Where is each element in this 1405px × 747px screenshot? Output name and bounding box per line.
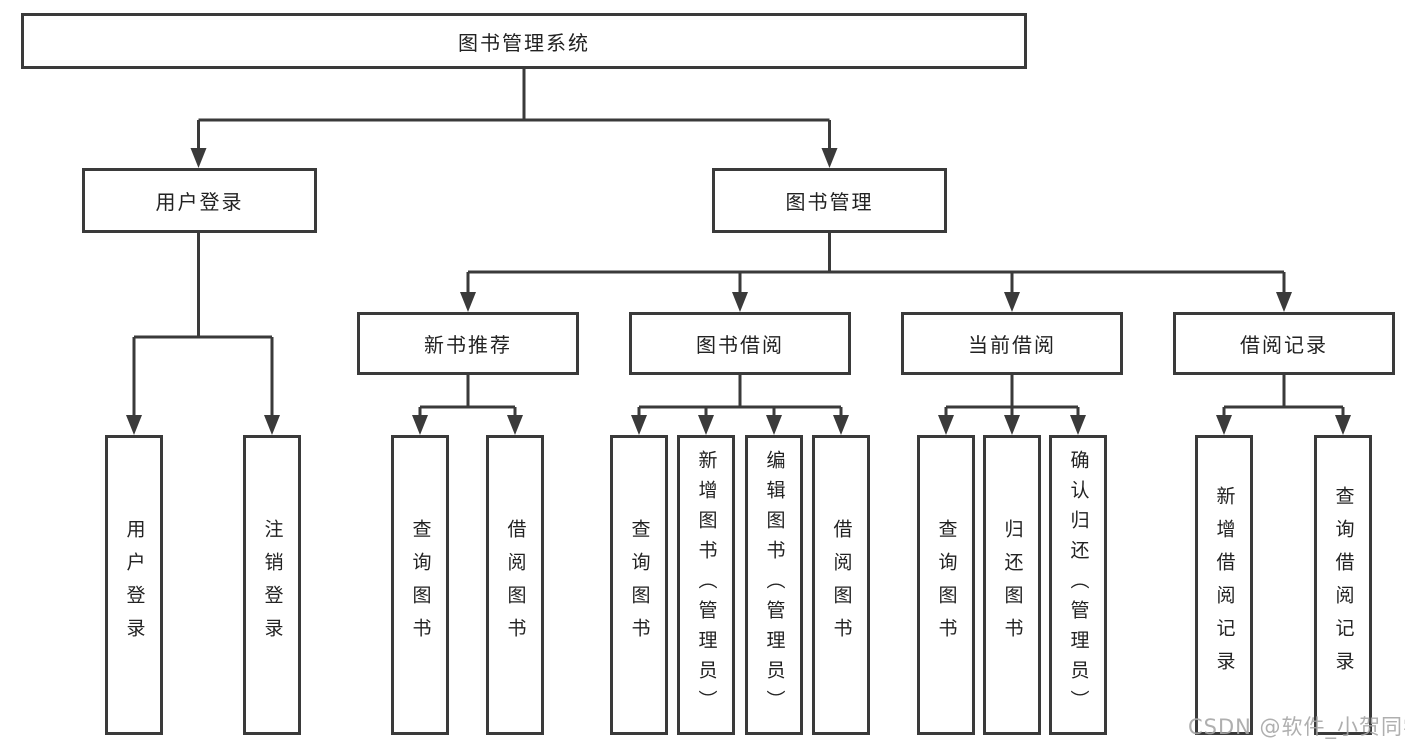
node-borrow-records-label: 借阅记录 (1240, 333, 1328, 357)
node-book-borrow-label: 图书借阅 (696, 333, 784, 357)
leaf-add-book-admin-label: 新增图书（管理员） (695, 450, 718, 720)
leaf-edit-book-admin-label: 编辑图书（管理员） (763, 450, 786, 720)
node-root-label: 图书管理系统 (458, 30, 590, 55)
leaf-add-borrow-record-label: 新增借阅记录 (1213, 486, 1236, 684)
node-root: 图书管理系统 (21, 13, 1027, 69)
node-new-book-recommend-label: 新书推荐 (424, 333, 512, 357)
leaf-recommend-borrow-books-label: 借阅图书 (504, 519, 527, 651)
node-current-borrow: 当前借阅 (901, 312, 1123, 375)
leaf-edit-book-admin: 编辑图书（管理员） (745, 435, 803, 735)
leaf-recommend-borrow-books: 借阅图书 (486, 435, 544, 735)
leaf-logout: 注销登录 (243, 435, 301, 735)
csdn-watermark: CSDN @软件_小贺同学 (1188, 715, 1405, 739)
node-current-borrow-label: 当前借阅 (968, 333, 1056, 357)
leaf-add-book-admin: 新增图书（管理员） (677, 435, 735, 735)
leaf-recommend-query-books: 查询图书 (391, 435, 449, 735)
leaf-return-book: 归还图书 (983, 435, 1041, 735)
node-book-borrow: 图书借阅 (629, 312, 851, 375)
leaf-user-login: 用户登录 (105, 435, 163, 735)
node-book-management-label: 图书管理 (785, 190, 874, 214)
leaf-current-query-books-label: 查询图书 (935, 519, 958, 651)
leaf-user-login-label: 用户登录 (123, 519, 146, 651)
leaf-borrow-books: 借阅图书 (812, 435, 870, 735)
leaf-borrow-query-books-label: 查询图书 (628, 519, 651, 651)
node-book-management: 图书管理 (712, 168, 947, 233)
node-user-login: 用户登录 (82, 168, 317, 233)
leaf-confirm-return-admin-label: 确认归还（管理员） (1067, 450, 1090, 720)
leaf-recommend-query-books-label: 查询图书 (409, 519, 432, 651)
node-user-login-label: 用户登录 (155, 190, 244, 214)
arrowheads (126, 148, 1351, 435)
leaf-logout-label: 注销登录 (261, 519, 284, 651)
leaf-current-query-books: 查询图书 (917, 435, 975, 735)
leaf-add-borrow-record: 新增借阅记录 (1195, 435, 1253, 735)
leaf-query-borrow-record: 查询借阅记录 (1314, 435, 1372, 735)
leaf-return-book-label: 归还图书 (1001, 519, 1024, 651)
node-new-book-recommend: 新书推荐 (357, 312, 579, 375)
leaf-borrow-books-label: 借阅图书 (830, 519, 853, 651)
leaf-confirm-return-admin: 确认归还（管理员） (1049, 435, 1107, 735)
leaf-borrow-query-books: 查询图书 (610, 435, 668, 735)
leaf-query-borrow-record-label: 查询借阅记录 (1332, 486, 1355, 684)
node-borrow-records: 借阅记录 (1173, 312, 1395, 375)
